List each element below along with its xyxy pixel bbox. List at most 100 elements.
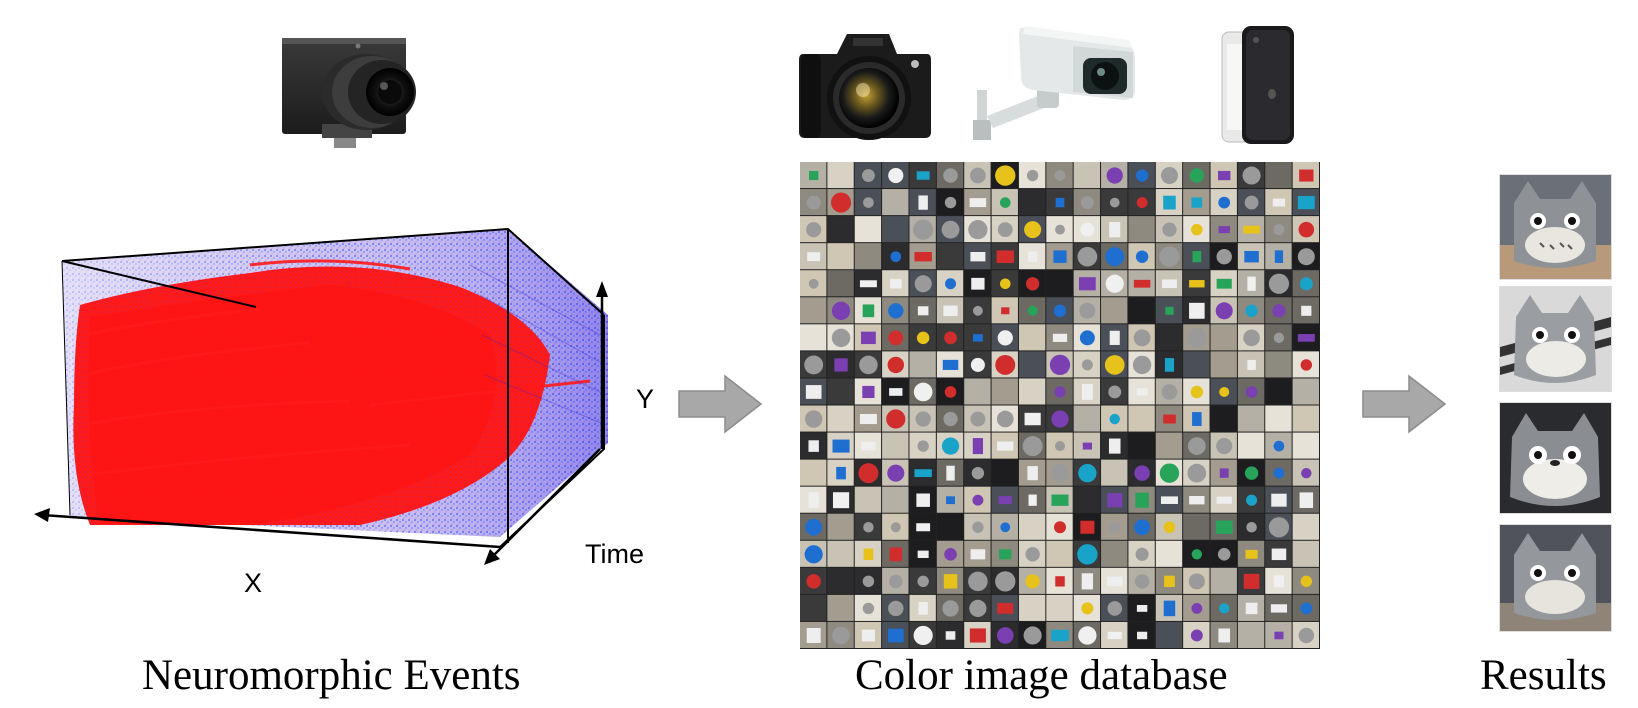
mosaic-object bbox=[1274, 631, 1284, 640]
mosaic-object bbox=[1053, 304, 1067, 318]
mosaic-object bbox=[1218, 170, 1231, 181]
mosaic-object bbox=[1247, 276, 1256, 291]
mosaic-object bbox=[1109, 197, 1120, 208]
mosaic-object bbox=[1301, 467, 1312, 479]
mosaic-object bbox=[831, 328, 851, 348]
mosaic-object bbox=[831, 301, 851, 320]
mosaic-object bbox=[1190, 385, 1204, 399]
event-volume-plot bbox=[34, 227, 608, 565]
mosaic-object bbox=[1298, 627, 1315, 644]
mosaic-tile bbox=[1101, 459, 1128, 486]
mosaic-object bbox=[917, 440, 929, 452]
mosaic-object bbox=[1077, 246, 1098, 267]
mosaic-object bbox=[942, 600, 959, 617]
mosaic-object bbox=[1107, 601, 1123, 616]
mosaic-tile bbox=[827, 594, 854, 621]
mosaic-object bbox=[862, 304, 875, 318]
mosaic-object bbox=[887, 464, 905, 482]
mosaic-tile bbox=[1018, 378, 1046, 405]
mosaic-object bbox=[1081, 602, 1094, 615]
mosaic-object bbox=[1136, 605, 1148, 612]
mosaic-tile bbox=[1155, 324, 1183, 351]
mosaic-tile bbox=[827, 405, 854, 432]
mosaic-tile bbox=[1018, 351, 1046, 378]
mosaic-object bbox=[1160, 166, 1179, 185]
mosaic-object bbox=[1054, 170, 1066, 181]
mosaic-object bbox=[1049, 354, 1071, 376]
mosaic-object bbox=[1271, 548, 1287, 561]
mosaic-object bbox=[1217, 548, 1231, 561]
mosaic-object bbox=[888, 600, 904, 617]
mosaic-tile bbox=[1101, 540, 1128, 567]
mosaic-object bbox=[1215, 302, 1233, 320]
mosaic-object bbox=[808, 440, 819, 452]
mosaic-object bbox=[888, 303, 904, 319]
mosaic-object bbox=[1300, 602, 1313, 615]
mosaic-object bbox=[889, 388, 903, 396]
mosaic-object bbox=[861, 441, 876, 451]
mosaic-object bbox=[916, 523, 931, 532]
mosaic-tile bbox=[991, 378, 1018, 405]
mosaic-object bbox=[1078, 626, 1097, 645]
mosaic-object bbox=[914, 252, 932, 262]
mosaic-object bbox=[941, 437, 960, 455]
mosaic-tile bbox=[1265, 162, 1292, 189]
mosaic-object bbox=[917, 575, 929, 588]
mosaic-object bbox=[996, 627, 1014, 644]
mosaic-object bbox=[943, 574, 958, 589]
mosaic-object bbox=[1080, 222, 1095, 237]
mosaic-tile bbox=[854, 486, 882, 513]
mosaic-object bbox=[1245, 549, 1258, 559]
mosaic-object bbox=[1297, 334, 1315, 342]
mosaic-object bbox=[887, 356, 905, 374]
mosaic-object bbox=[999, 197, 1011, 208]
caption-color-image-database: Color image database bbox=[855, 652, 1228, 699]
mosaic-object bbox=[859, 355, 878, 375]
mosaic-tile bbox=[1046, 594, 1073, 621]
mosaic-object bbox=[1272, 304, 1286, 318]
mosaic-object bbox=[1163, 195, 1176, 210]
mosaic-object bbox=[1159, 246, 1180, 267]
mosaic-object bbox=[970, 167, 986, 184]
mosaic-tile bbox=[854, 243, 882, 270]
mosaic-tile bbox=[882, 432, 909, 459]
mosaic-object bbox=[1051, 629, 1069, 642]
mosaic-object bbox=[832, 439, 850, 453]
mosaic-object bbox=[1107, 493, 1123, 508]
mosaic-object bbox=[1163, 521, 1176, 534]
mosaic-object bbox=[1187, 463, 1207, 483]
mosaic-object bbox=[1192, 412, 1202, 426]
mosaic-tile bbox=[1073, 486, 1101, 513]
mosaic-object bbox=[889, 278, 902, 289]
mosaic-object bbox=[1270, 604, 1288, 613]
mosaic-object bbox=[804, 410, 823, 428]
mosaic-tile bbox=[1210, 324, 1237, 351]
mosaic-object bbox=[918, 602, 928, 615]
mosaic-object bbox=[997, 330, 1013, 346]
mosaic-object bbox=[831, 192, 852, 213]
mosaic-object bbox=[863, 548, 874, 561]
mosaic-object bbox=[1132, 355, 1152, 375]
mosaic-object bbox=[1189, 302, 1205, 319]
mosaic-object bbox=[888, 628, 904, 643]
mosaic-object bbox=[1108, 438, 1121, 454]
mosaic-object bbox=[858, 463, 879, 484]
mosaic-object bbox=[916, 171, 930, 180]
mosaic-tile bbox=[827, 162, 854, 189]
mosaic-object bbox=[1245, 386, 1258, 398]
mosaic-tile bbox=[991, 459, 1018, 486]
mosaic-object bbox=[1187, 328, 1207, 348]
mosaic-tile bbox=[827, 270, 854, 297]
mosaic-tile bbox=[1292, 405, 1319, 432]
result-image bbox=[1499, 174, 1612, 280]
mosaic-object bbox=[1134, 465, 1150, 481]
mosaic-object bbox=[914, 275, 932, 293]
mosaic-object bbox=[1080, 196, 1094, 210]
mosaic-object bbox=[1026, 169, 1039, 182]
mosaic-object bbox=[1159, 463, 1180, 483]
mosaic-tile bbox=[1210, 351, 1237, 378]
mosaic-tile bbox=[1073, 405, 1101, 432]
mosaic-object bbox=[1216, 249, 1232, 265]
mosaic-tile bbox=[1155, 432, 1183, 459]
mosaic-object bbox=[1245, 602, 1258, 615]
